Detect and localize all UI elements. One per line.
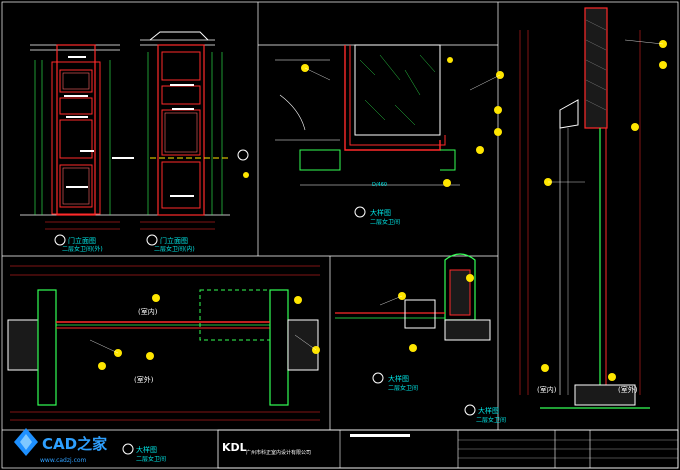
view-title-door-left: 门立面图 二层女卫间(外) <box>54 234 103 253</box>
view-subtitle: 二层女卫间 <box>476 416 506 424</box>
view-title: 大样图 <box>388 374 409 383</box>
callout-bubbles <box>98 40 667 381</box>
view-title: 大样图 <box>478 406 499 415</box>
view-title-door-right: 门立面图 二层女卫间(内) <box>146 234 195 253</box>
title-block: KDL 广州市科正室内设计有限公司 <box>217 429 679 469</box>
watermark-brand: CAD之家 <box>42 435 107 453</box>
label-inside: (室内) <box>537 385 557 394</box>
label-inside: (室内) <box>138 307 158 316</box>
detail-bubble-icon <box>443 179 451 187</box>
watermark-url: www.cadzj.com <box>40 457 87 464</box>
view-subtitle: 二层女卫间 <box>388 384 418 392</box>
door-dimensions <box>45 221 215 230</box>
watermark: CAD之家 www.cadzj.com <box>14 428 107 464</box>
view-subtitle: 二层女卫间 <box>136 455 166 463</box>
view-subtitle: 二层女卫间(外) <box>62 245 103 253</box>
view-title: 大样图 <box>370 208 391 217</box>
label-outside: (室外) <box>134 375 154 384</box>
section-detail-top[interactable]: D/460 <box>275 44 460 188</box>
view-subtitle: 二层女卫间 <box>370 218 400 226</box>
company-name: 广州市科正室内设计有限公司 <box>246 449 311 456</box>
door-elevation-left[interactable] <box>20 44 135 216</box>
company-logo: KDL <box>222 441 247 454</box>
label-outside: (室外) <box>618 385 638 394</box>
view-title-right-section: 大样图 二层女卫间 <box>464 404 506 424</box>
section-code: D/460 <box>372 182 387 188</box>
section-detail-right[interactable]: (室内) (室外) <box>519 7 650 409</box>
view-title: 门立面图 <box>68 236 96 245</box>
view-title: 门立面图 <box>160 236 188 245</box>
section-marker-icon <box>237 149 249 161</box>
view-title-top-section: 大样图 二层女卫间 <box>354 206 400 226</box>
mid-detail[interactable] <box>335 253 491 341</box>
door-elevation-right[interactable] <box>112 31 249 216</box>
view-title-bottom-plan: 大样图 二层女卫间 <box>122 443 166 463</box>
view-title-mid-detail: 大样图 二层女卫间 <box>372 372 418 392</box>
view-subtitle: 二层女卫间(内) <box>154 245 195 253</box>
leader-lines <box>89 39 664 354</box>
view-title: 大样图 <box>136 445 157 454</box>
plan-detail-bottom[interactable]: (室内) (室外) <box>7 265 320 421</box>
